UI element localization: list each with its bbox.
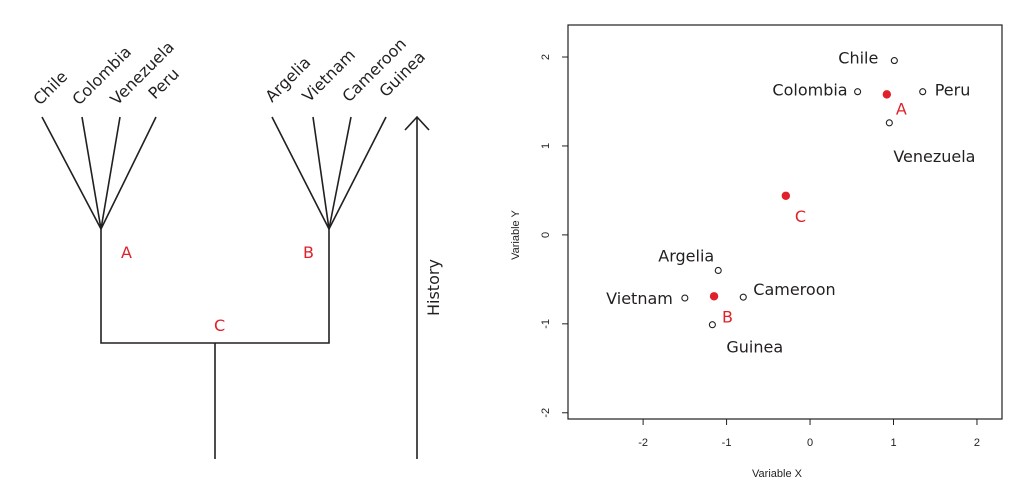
data-point	[708, 321, 716, 329]
ancestor-point	[882, 90, 892, 99]
plot-frame	[567, 24, 1003, 420]
y-tick-label: -1	[540, 319, 552, 329]
data-point	[681, 294, 689, 302]
data-point-label: Vietnam	[606, 289, 673, 308]
data-point	[714, 266, 722, 275]
data-point-label: Cameroon	[753, 280, 835, 299]
branch-chile	[41, 116, 102, 230]
data-point-label: Peru	[935, 81, 971, 100]
phylogenetic-tree: Chile Colombia Venezuela Peru Argelia Vi…	[29, 34, 443, 459]
node-label-c: C	[214, 316, 225, 335]
history-axis-label: History	[424, 259, 443, 316]
x-tick-label: 0	[807, 437, 813, 449]
data-point	[885, 119, 893, 127]
ancestor-point-label: C	[795, 207, 806, 226]
branch-guinea	[328, 116, 387, 230]
node-label-b: B	[303, 243, 314, 262]
ancestor-point	[781, 191, 791, 200]
x-axis: -2 -1 0 1 2	[638, 419, 980, 449]
data-point	[854, 88, 862, 96]
x-tick-label: 2	[974, 437, 980, 449]
data-point-label: Venezuela	[893, 147, 975, 166]
branch-venezuela	[100, 116, 121, 230]
y-axis: -2 -1 0 1 2	[540, 54, 568, 418]
y-tick-label: -2	[540, 408, 552, 418]
ancestor-point-label: B	[722, 307, 733, 326]
data-point	[890, 57, 898, 65]
data-point	[739, 293, 747, 301]
branch-vietnam	[312, 116, 330, 230]
branch-cameroon	[328, 116, 352, 230]
x-axis-label: Variable X	[752, 468, 803, 480]
branch-argelia	[271, 116, 330, 230]
y-axis-label: Variable Y	[510, 209, 522, 259]
ancestor-point-label: A	[896, 99, 907, 118]
y-tick-label: 2	[540, 54, 552, 60]
data-point-label: Argelia	[658, 246, 714, 265]
y-tick-label: 1	[540, 143, 552, 149]
branch-colombia	[81, 116, 102, 230]
data-point-label: Chile	[838, 49, 878, 68]
y-tick-label: 0	[540, 232, 552, 238]
arrow-head-icon	[404, 115, 430, 131]
branch-peru	[100, 116, 157, 230]
x-tick-label: 1	[890, 437, 896, 449]
data-point	[919, 88, 927, 96]
data-point-label: Colombia	[772, 81, 847, 100]
data-point-label: Guinea	[726, 338, 783, 357]
x-tick-label: -2	[638, 437, 648, 449]
node-label-a: A	[121, 243, 132, 262]
ancestor-point	[709, 292, 719, 301]
x-tick-label: -1	[722, 437, 732, 449]
